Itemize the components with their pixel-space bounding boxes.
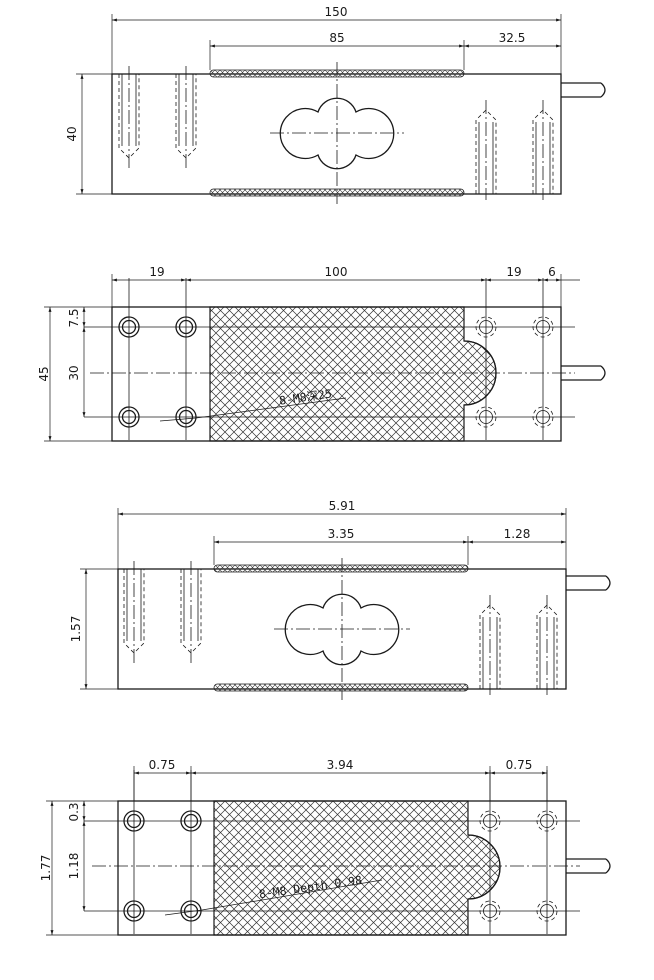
- dim-knurl-span: 85: [329, 31, 344, 45]
- view-2-top-metric: 19 100 19 6 45 7.5 30 8-M8深25: [37, 265, 606, 442]
- dim-mid: 3.94: [327, 758, 354, 772]
- dim-width: 45: [37, 366, 51, 381]
- knurl-top: [213, 564, 469, 573]
- dim-height: 1.57: [69, 616, 83, 643]
- dim-tail: 6: [548, 265, 556, 279]
- cable: [561, 82, 601, 98]
- cable: [566, 858, 606, 874]
- hole-note-leader: [159, 397, 347, 422]
- dim-top-offset: 7.5: [67, 308, 81, 327]
- dimensions-view-2: [44, 274, 580, 442]
- threaded-hole-right: [475, 100, 554, 200]
- dim-width: 1.77: [39, 855, 53, 882]
- threaded-hole-right: [479, 595, 558, 695]
- mounting-holes-left: [118, 316, 197, 428]
- dim-left: 19: [149, 265, 164, 279]
- dimensions-view-4: [46, 766, 548, 936]
- bone-hole: [279, 97, 395, 170]
- mounting-holes-left: [123, 810, 202, 922]
- mounting-holes-right: [475, 316, 554, 428]
- dim-left: 0.75: [149, 758, 176, 772]
- dim-overall-length: 150: [325, 5, 348, 19]
- dim-hole-pitch: 30: [67, 365, 81, 380]
- dim-end-length: 1.28: [504, 527, 531, 541]
- mounting-holes-right: [479, 810, 558, 922]
- dim-mid: 100: [325, 265, 348, 279]
- dim-knurl-span: 3.35: [328, 527, 355, 541]
- dimensions-view-1: [76, 14, 562, 195]
- view-4-top-inch: 0.75 3.94 0.75 1.77 0.3 1.18 8-M8 Depth …: [39, 758, 611, 936]
- knurl-bottom: [213, 683, 469, 692]
- threaded-hole-left: [123, 561, 202, 663]
- view-1-side-metric: 150 85 32.5 40: [65, 5, 606, 204]
- dim-end-length: 32.5: [499, 31, 526, 45]
- dim-right: 19: [506, 265, 521, 279]
- view-3-side-inch: 5.91 3.35 1.28 1.57: [69, 499, 611, 700]
- dim-height: 40: [65, 126, 79, 141]
- threaded-hole-left: [118, 66, 197, 168]
- dim-right: 0.75: [506, 758, 533, 772]
- cable: [566, 575, 606, 591]
- dimensions-view-3: [80, 508, 567, 690]
- dim-hole-pitch: 1.18: [67, 853, 81, 880]
- dim-overall-length: 5.91: [329, 499, 356, 513]
- dim-top-offset: 0.3: [67, 802, 81, 821]
- hole-note-leader: [164, 879, 383, 916]
- cable: [561, 365, 601, 381]
- bone-hole: [284, 593, 400, 666]
